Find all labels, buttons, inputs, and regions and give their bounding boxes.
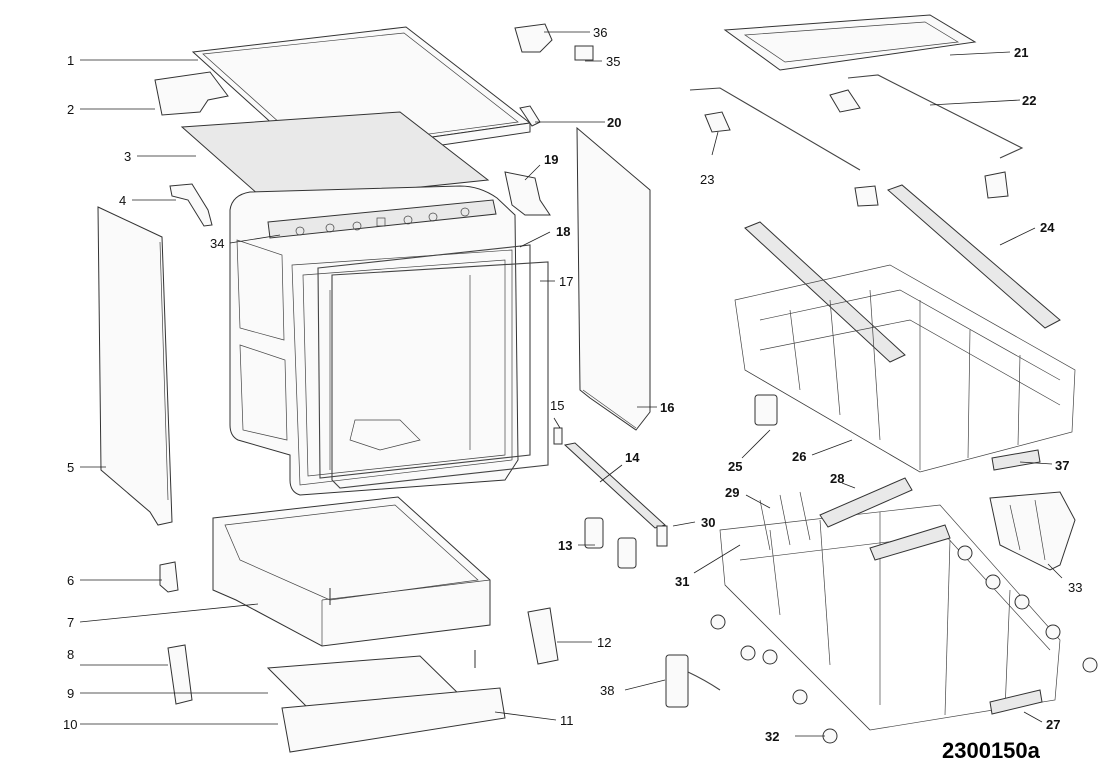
part-basket-handle: [991, 449, 1041, 471]
callout-4: 4: [119, 193, 126, 208]
callout-3: 3: [124, 149, 131, 164]
part-front-plinth: [281, 687, 506, 753]
callout-13: 13: [558, 538, 572, 553]
leader-lines: [79, 31, 1063, 737]
part-door-seals: [317, 244, 549, 489]
callout-23: 23: [700, 172, 714, 187]
callout-30: 30: [701, 515, 715, 530]
callout-8: 8: [67, 647, 74, 662]
callout-24: 24: [1040, 220, 1055, 235]
callout-31: 31: [675, 574, 689, 589]
part-basket-adjuster: [754, 394, 778, 426]
part-plate: [167, 644, 193, 705]
part-left-side-panel: [97, 206, 173, 526]
callout-37: 37: [1055, 458, 1069, 473]
callout-35: 35: [606, 54, 620, 69]
callout-7: 7: [67, 615, 74, 630]
part-insulation-sheet: [180, 111, 490, 204]
callout-36: 36: [593, 25, 607, 40]
part-rail-clips: [704, 89, 1009, 207]
callout-28: 28: [830, 471, 844, 486]
callout-2: 2: [67, 102, 74, 117]
part-rack-rails: [744, 184, 1061, 363]
callout-6: 6: [67, 573, 74, 588]
part-tines: [819, 477, 951, 561]
part-strip: [563, 442, 666, 529]
drawing-code: 2300150a: [942, 738, 1041, 763]
part-hinge: [504, 171, 551, 216]
callout-21: 21: [1014, 45, 1028, 60]
callout-9: 9: [67, 686, 74, 701]
callout-19: 19: [544, 152, 558, 167]
part-right-side-panel: [576, 126, 651, 431]
part-valve: [159, 561, 179, 593]
callout-22: 22: [1022, 93, 1036, 108]
part-control-strip: [267, 199, 497, 239]
callout-38: 38: [600, 683, 614, 698]
callout-1: 1: [67, 53, 74, 68]
callout-27: 27: [1046, 717, 1060, 732]
callout-11: 11: [560, 713, 574, 728]
callout-10: 10: [63, 717, 77, 732]
parts-artwork: [97, 14, 1098, 753]
part-end-cap: [656, 525, 668, 547]
part-cover-plate: [527, 607, 559, 665]
part-sensor: [665, 654, 721, 708]
callout-16: 16: [660, 400, 674, 415]
callout-15: 15: [550, 398, 564, 413]
callout-12: 12: [597, 635, 611, 650]
part-lower-handle: [989, 689, 1043, 715]
part-cutlery-basket: [989, 491, 1076, 571]
callout-32: 32: [765, 729, 779, 744]
callout-20: 20: [607, 115, 621, 130]
part-door-lock: [514, 23, 594, 61]
part-upper-basket: [734, 264, 1076, 473]
callout-labels: 1 2 3 4 5 6 7 8 9 10 11 12 13 14 15 16 1…: [63, 25, 1082, 744]
part-hinge-clip: [169, 183, 213, 227]
part-brackets: [584, 517, 637, 569]
callout-29: 29: [725, 485, 739, 500]
callout-18: 18: [556, 224, 570, 239]
part-cutlery-tray: [723, 14, 977, 71]
callout-34: 34: [210, 236, 224, 251]
callout-17: 17: [559, 274, 573, 289]
part-top-bracket: [154, 71, 229, 116]
part-wheels: [710, 545, 1098, 744]
part-pin: [553, 427, 563, 445]
part-base: [212, 496, 491, 647]
callout-26: 26: [792, 449, 806, 464]
part-rails: [689, 74, 1024, 171]
callout-25: 25: [728, 459, 742, 474]
part-tub-cabinet: [229, 185, 519, 496]
callout-14: 14: [625, 450, 640, 465]
callout-33: 33: [1068, 580, 1082, 595]
callout-5: 5: [67, 460, 74, 475]
